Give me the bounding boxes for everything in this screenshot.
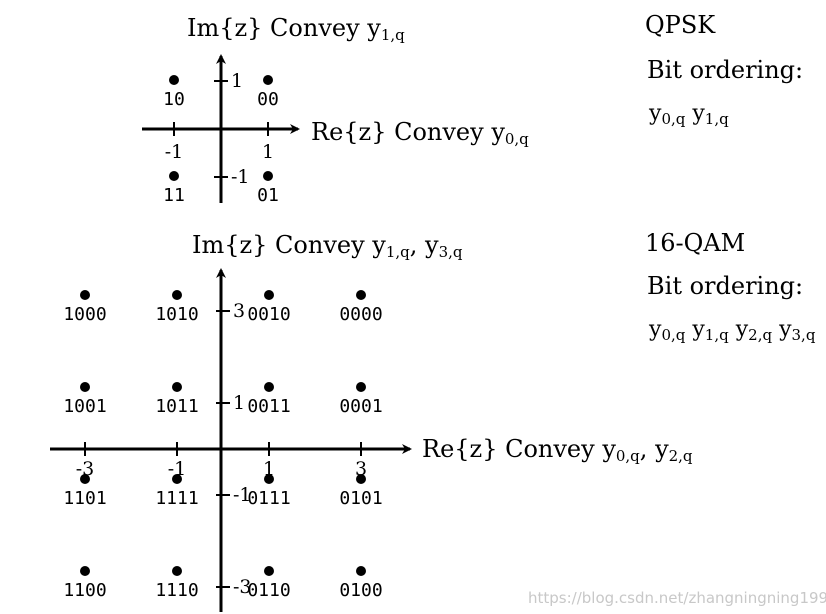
qpsk-constellation-point — [263, 171, 273, 181]
qam16-y-tick-label: -1 — [233, 484, 252, 506]
qam16-ordering-label: Bit ordering: — [647, 272, 803, 300]
qam16-constellation-point — [80, 382, 90, 392]
qam16-constellation-point — [264, 382, 274, 392]
qpsk-y-tick-label: 1 — [231, 70, 243, 92]
qam16-constellation-point — [356, 290, 366, 300]
qam16-title: 16-QAM — [645, 229, 745, 257]
qam16-point-bits: 1010 — [155, 304, 198, 325]
qpsk-x-tick-label: -1 — [165, 141, 184, 163]
qam16-point-bits: 0111 — [247, 488, 290, 509]
qpsk-constellation-point — [169, 171, 179, 181]
qam16-point-bits: 1101 — [63, 488, 106, 509]
qpsk-point-bits: 10 — [163, 89, 185, 110]
qam16-constellation-point — [172, 566, 182, 576]
qam16-point-bits: 0011 — [247, 396, 290, 417]
qpsk-x-tick-label: 1 — [262, 141, 274, 163]
qpsk-constellation-point — [169, 75, 179, 85]
qpsk-re-axis-label: Re{z} Convey y0,q — [311, 118, 529, 148]
qam16-constellation-point — [356, 474, 366, 484]
qpsk-point-bits: 01 — [257, 185, 279, 206]
qam16-point-bits: 1000 — [63, 304, 106, 325]
qam16-x-tick-label: 3 — [355, 458, 367, 480]
qam16-constellation-point — [356, 382, 366, 392]
qam16-x-tick-label: -3 — [76, 458, 95, 480]
qpsk-point-bits: 00 — [257, 89, 279, 110]
qam16-point-bits: 0100 — [339, 580, 382, 601]
qam16-constellation-point — [172, 382, 182, 392]
qam16-point-bits: 1111 — [155, 488, 198, 509]
qpsk-bit-ordering: y0,q y1,q — [648, 101, 729, 128]
qam16-constellation-point — [80, 474, 90, 484]
qam16-bit-ordering: y0,q y1,q y2,q y3,q — [648, 317, 816, 344]
qpsk-constellation-point — [263, 75, 273, 85]
qpsk-point-bits: 11 — [163, 185, 185, 206]
qam16-point-bits: 0101 — [339, 488, 382, 509]
qpsk-y-tick-label: -1 — [231, 166, 250, 188]
qam16-point-bits: 0010 — [247, 304, 290, 325]
qam16-constellation-point — [172, 290, 182, 300]
qpsk-ordering-label: Bit ordering: — [647, 56, 803, 84]
qam16-constellation-point — [264, 566, 274, 576]
qam16-constellation-point — [80, 566, 90, 576]
watermark: https://blog.csdn.net/zhangningning1996 — [528, 589, 826, 607]
qam16-x-tick-label: -1 — [168, 458, 187, 480]
qam16-point-bits: 1001 — [63, 396, 106, 417]
qpsk-im-axis-label: Im{z} Convey y1,q — [187, 14, 405, 44]
qam16-re-axis-label: Re{z} Convey y0,q, y2,q — [422, 435, 693, 465]
qam16-constellation-point — [80, 290, 90, 300]
qam16-y-tick-label: 1 — [233, 392, 245, 414]
qam16-constellation-point — [264, 290, 274, 300]
qam16-point-bits: 0000 — [339, 304, 382, 325]
qam16-point-bits: 1110 — [155, 580, 198, 601]
qam16-x-tick-label: 1 — [263, 458, 275, 480]
qpsk-title: QPSK — [645, 11, 716, 39]
qam16-im-axis-label: Im{z} Convey y1,q, y3,q — [192, 231, 463, 261]
qam16-point-bits: 1011 — [155, 396, 198, 417]
qam16-y-tick-label: -3 — [233, 576, 252, 598]
qam16-y-tick-label: 3 — [233, 300, 245, 322]
qam16-constellation: -3 -1 1 3 3 1 -1 -3 1000 1010 0010 0000 1001 1011 001… — [50, 229, 816, 612]
qam16-point-bits: 0001 — [339, 396, 382, 417]
qam16-constellation-point — [172, 474, 182, 484]
qam16-point-bits: 0110 — [247, 580, 290, 601]
qam16-point-bits: 1100 — [63, 580, 106, 601]
qam16-constellation-point — [264, 474, 274, 484]
qam16-constellation-point — [356, 566, 366, 576]
